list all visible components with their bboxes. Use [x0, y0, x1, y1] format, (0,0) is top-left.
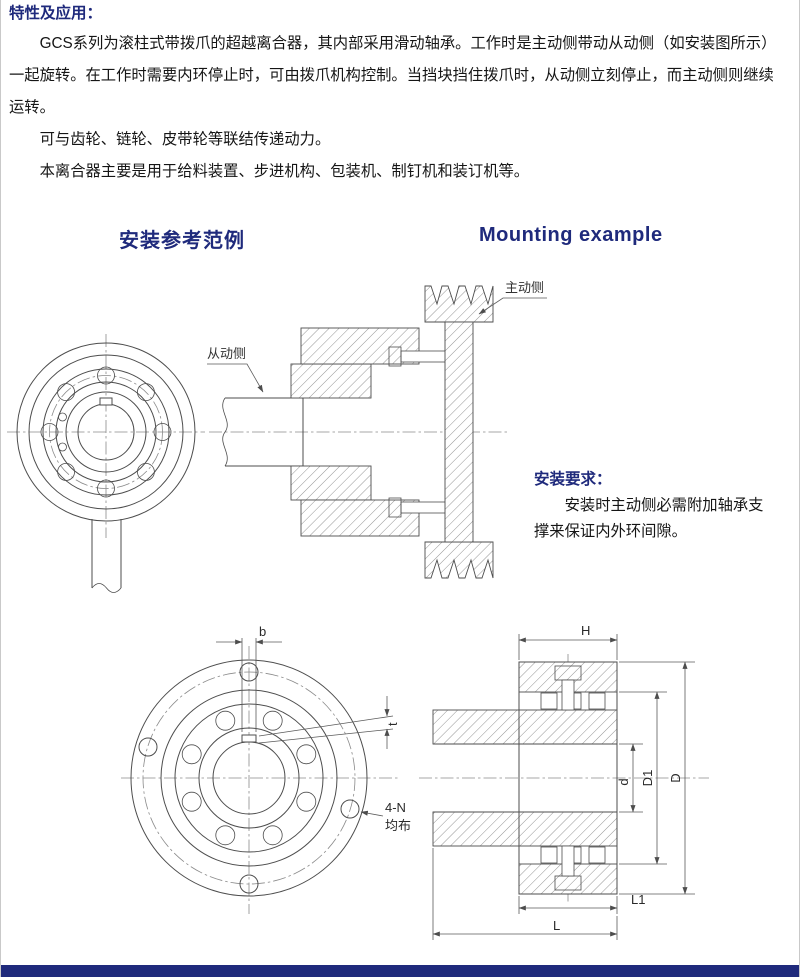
- features-paragraph-1: GCS系列为滚柱式带拨爪的超越离合器，其内部采用滑动轴承。工作时是主动侧带动从动…: [9, 35, 777, 116]
- hub-section: [432, 709, 618, 847]
- dimension-label-D: D: [668, 773, 683, 782]
- dimension-H: H: [518, 623, 618, 660]
- driving-side-callout: 主动侧: [478, 280, 547, 315]
- holes-count-label: 4-N: [385, 800, 406, 815]
- dimension-label-L1: L1: [631, 892, 645, 907]
- section-rollers: [540, 692, 606, 864]
- mounting-section-view: 从动侧 主动侧: [207, 280, 547, 579]
- features-section: 特性及应用： GCS系列为滚柱式带拨爪的超越离合器，其内部采用滑动轴承。工作时是…: [9, 0, 787, 188]
- driving-side-label: 主动侧: [505, 280, 544, 295]
- features-paragraph-2: 可与齿轮、链轮、皮带轮等联结传递动力。: [39, 131, 331, 148]
- rollers: [40, 366, 172, 498]
- features-paragraph-3: 本离合器主要是用于给料装置、步进机构、包装机、制钉机和装订机等。: [39, 163, 530, 180]
- section-view-dimensioned: H d D1 D: [419, 623, 709, 940]
- mounting-example-drawing: 从动侧 主动侧: [7, 280, 547, 593]
- section-title-en: Mounting example: [479, 224, 663, 246]
- pawl-arm: [91, 519, 122, 593]
- dimension-label-t: t: [385, 722, 400, 726]
- v-belt-pulley: [424, 285, 494, 579]
- dimension-D: D: [619, 661, 695, 895]
- dimension-label-H: H: [581, 623, 590, 638]
- rollers: [181, 710, 317, 846]
- dimension-t: t: [258, 696, 400, 749]
- holes-callout: 4-N 均布: [360, 800, 411, 833]
- bolts: [554, 665, 582, 891]
- section-title-zh: 安装参考范例: [119, 230, 245, 252]
- dimension-label-L: L: [553, 918, 560, 933]
- dimension-label-b: b: [259, 624, 266, 639]
- dimension-D1: D1: [619, 691, 667, 865]
- keyway: [241, 734, 257, 743]
- install-requirement-note: 安装要求： 安装时主动侧必需附加轴承支撑来保证内外环间隙。: [534, 466, 770, 545]
- features-heading: 特性及应用：: [9, 5, 103, 22]
- dimension-b: b: [216, 624, 282, 732]
- footer-accent-bar: [1, 965, 799, 977]
- install-requirement-text: 安装时主动侧必需附加轴承支撑来保证内外环间隙。: [534, 497, 764, 540]
- front-view-dimensioned: b t 4-N 均布: [121, 624, 411, 914]
- clutch-front-view: [7, 334, 205, 593]
- dimension-label-D1: D1: [640, 770, 655, 787]
- dimension-L: L: [432, 848, 618, 940]
- dimension-label-d: d: [616, 778, 631, 785]
- dimension-d: d: [616, 743, 643, 813]
- driven-side-label: 从动侧: [207, 346, 246, 361]
- install-requirement-heading: 安装要求：: [534, 471, 612, 488]
- dimension-drawing: b t 4-N 均布: [121, 623, 709, 940]
- driven-side-callout: 从动侧: [207, 346, 264, 393]
- driven-shaft: [222, 397, 304, 467]
- mounting-holes: [138, 662, 360, 894]
- holes-note-label: 均布: [385, 818, 411, 833]
- dimension-L1: L1: [518, 892, 645, 914]
- keyway: [99, 397, 113, 406]
